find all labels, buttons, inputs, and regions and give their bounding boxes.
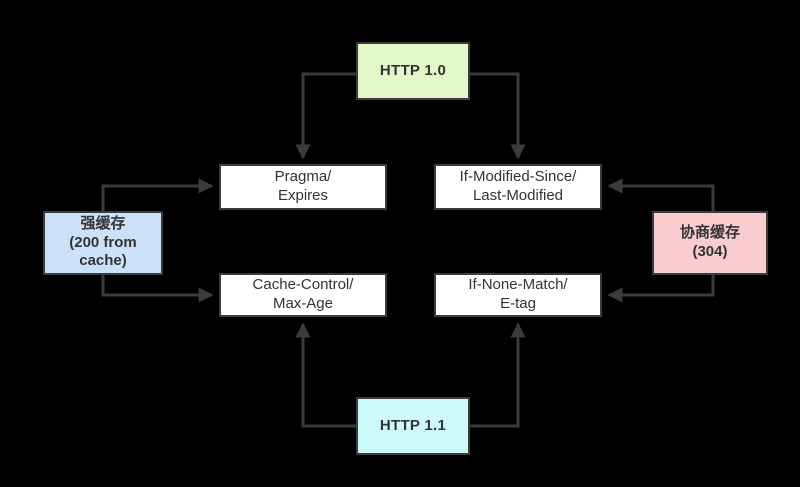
node-if-none-match-etag[interactable]: If-None-Match/ E-tag [434,273,602,317]
node-if-modified-since-last-modified[interactable]: If-Modified-Since/ Last-Modified [434,164,602,210]
edge-http10-to-if-modified-since [470,72,526,160]
node-cache-control-max-age[interactable]: Cache-Control/ Max-Age [219,273,387,317]
edge-http10-to-pragma [295,72,356,160]
edge-http11-to-if-none-match [470,322,526,428]
node-http-1-1[interactable]: HTTP 1.1 [356,397,470,455]
node-http-1-0[interactable]: HTTP 1.0 [356,42,470,100]
node-negotiated-cache[interactable]: 协商缓存 (304) [652,211,768,275]
node-strong-cache[interactable]: 强缓存 (200 from cache) [43,211,163,275]
node-pragma-expires[interactable]: Pragma/ Expires [219,164,387,210]
edge-http11-to-cache-control [295,322,356,428]
